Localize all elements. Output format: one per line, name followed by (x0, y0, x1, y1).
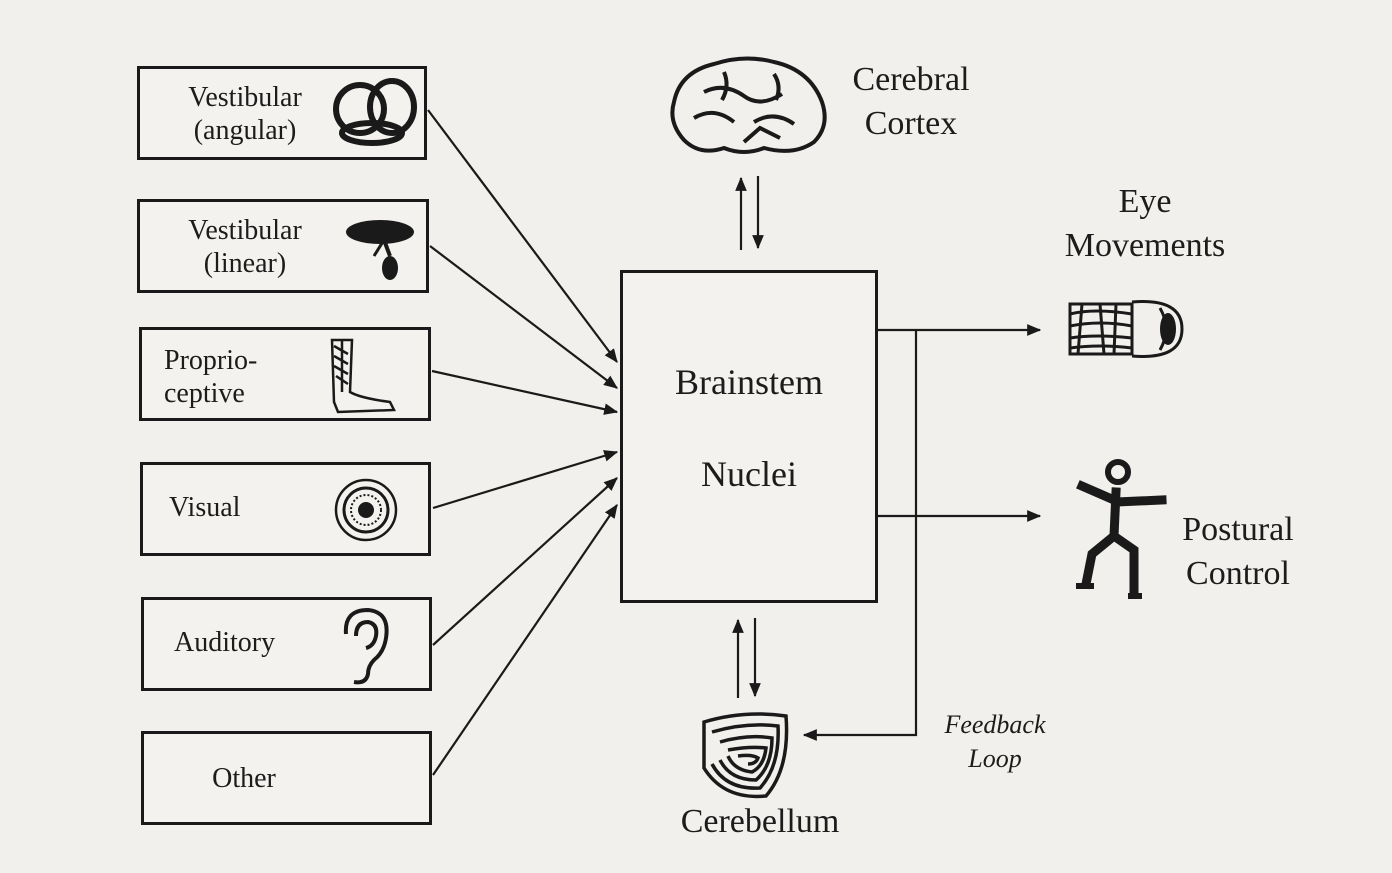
input-label: Auditory (174, 627, 276, 658)
arrow-linear (429, 245, 618, 389)
eye-target-icon (334, 478, 398, 542)
stick-figure-icon (1076, 459, 1167, 599)
eye-movements-label: Eye Movements (1064, 183, 1226, 264)
feedback-loop-label: Feedback Loop (944, 710, 1046, 773)
arrow-visual (432, 450, 619, 510)
input-label: Other (212, 763, 276, 794)
input-label: Visual (169, 492, 241, 523)
input-box-other: Other (141, 731, 432, 825)
brain-icon (670, 56, 827, 154)
cortex-label: Cerebral Cortex (852, 61, 970, 142)
leg-boot-icon (330, 338, 396, 414)
input-label: Vestibular (linear) (188, 215, 302, 279)
ear-icon (343, 607, 389, 685)
input-box-vestibular-linear: Vestibular (linear) (137, 199, 429, 293)
center-line-1: Brainstem (675, 362, 823, 402)
arrow-other (432, 504, 618, 776)
input-box-auditory: Auditory (141, 597, 432, 691)
input-label: Vestibular (angular) (188, 82, 302, 146)
postural-control-label: Postural Control (1182, 511, 1294, 592)
center-line-2: Nuclei (701, 454, 797, 494)
input-label: Proprio- ceptive (164, 345, 258, 409)
cerebellum-icon (702, 712, 789, 799)
brainstem-nuclei-box: Brainstem Nuclei (620, 270, 878, 603)
input-box-visual: Visual (140, 462, 431, 556)
input-box-proprioceptive: Proprio- ceptive (139, 327, 431, 421)
semicircular-canals-icon (333, 78, 417, 146)
arrow-auditory (432, 477, 618, 646)
eyeball-icon (1068, 300, 1184, 358)
cerebellum-label: Cerebellum (680, 803, 840, 840)
arrow-proprio (431, 369, 619, 415)
feedback-loop-line (802, 330, 918, 741)
arrow-angular (427, 109, 618, 363)
otolith-icon (346, 220, 414, 280)
input-box-vestibular-angular: Vestibular (angular) (137, 66, 427, 160)
